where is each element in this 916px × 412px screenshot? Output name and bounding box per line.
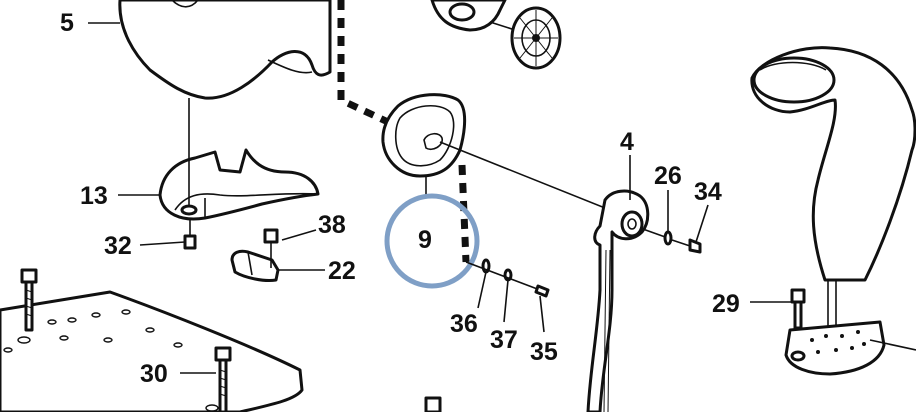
screw-part-32 <box>183 220 197 250</box>
label-26: 26 <box>654 162 682 190</box>
label-32: 32 <box>104 232 132 260</box>
label-13: 13 <box>80 182 108 210</box>
base-plate <box>0 290 304 412</box>
label-35: 35 <box>530 338 558 366</box>
lever-part-4 <box>586 189 669 412</box>
highlight-circle <box>384 193 480 289</box>
housing-part-5 <box>118 0 332 100</box>
bracket-part-13 <box>158 148 320 221</box>
washer-and-screw-26-34 <box>663 230 702 254</box>
label-29: 29 <box>712 290 740 318</box>
bolt-left <box>20 268 38 332</box>
part-labels: 5 13 32 38 22 30 9 4 26 34 36 37 35 29 <box>60 9 740 388</box>
label-34: 34 <box>694 178 722 206</box>
leader-lines <box>88 22 792 374</box>
label-4: 4 <box>620 128 634 156</box>
label-30: 30 <box>140 360 168 388</box>
label-37: 37 <box>490 326 518 354</box>
handle-base-plate <box>784 320 916 376</box>
bolt-bottom <box>424 396 442 412</box>
pad-part-9 <box>381 93 467 198</box>
label-5: 5 <box>60 9 74 37</box>
label-38: 38 <box>318 211 346 239</box>
knob-assembly <box>430 0 562 70</box>
bolt-part-29 <box>790 288 806 362</box>
label-9: 9 <box>418 226 432 254</box>
label-36: 36 <box>450 310 478 338</box>
bolt-part-30 <box>214 346 232 412</box>
dashed-connector-upper <box>337 0 390 126</box>
dashed-connector-lower <box>458 164 470 263</box>
handle-assembly <box>750 46 916 330</box>
screw-part-38 <box>263 228 279 268</box>
label-22: 22 <box>328 257 356 285</box>
